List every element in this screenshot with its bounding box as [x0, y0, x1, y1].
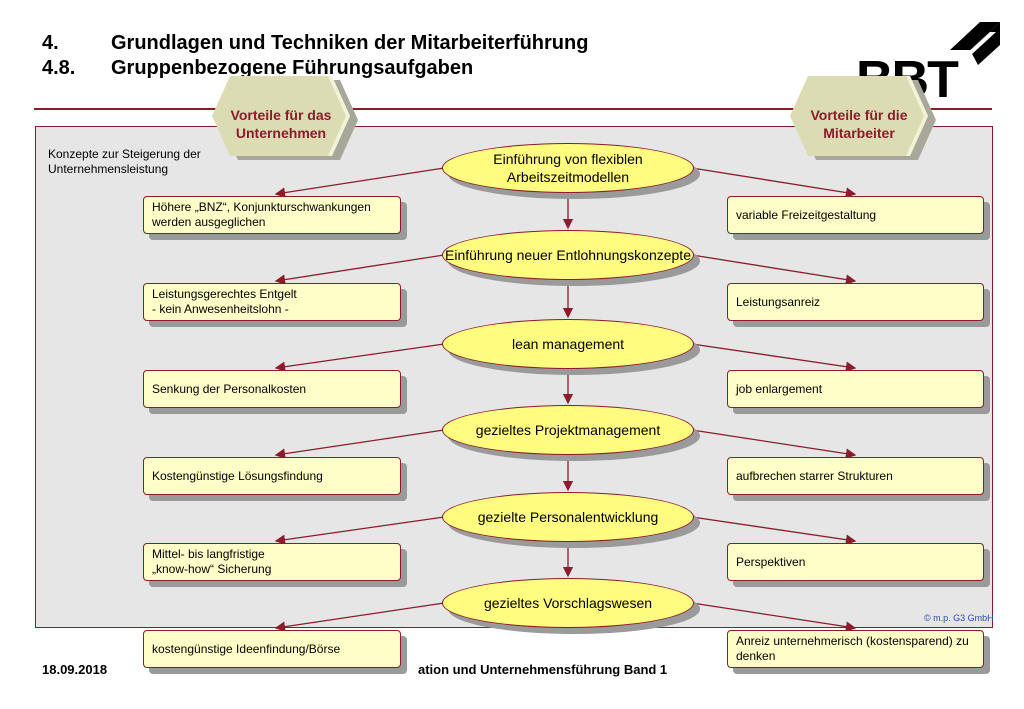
company-advantage-box: Leistungsgerechtes Entgelt - kein Anwese…	[143, 283, 401, 321]
employee-advantage-box: aufbrechen starrer Strukturen	[727, 457, 984, 495]
arrow-to-employee-box	[691, 429, 857, 459]
panel-caption: Konzepte zur Steigerung der Unternehmens…	[48, 147, 201, 176]
badge-company-advantages: Vorteile für das Unternehmen	[200, 76, 360, 164]
heading-title-2: Gruppenbezogene Führungsaufgaben	[111, 57, 474, 79]
arrow-to-employee-box	[691, 602, 857, 632]
concept-ellipse: lean management	[442, 319, 694, 369]
company-advantage-text: kostengünstige Ideenfindung/Börse	[152, 641, 341, 656]
company-advantage-box: kostengünstige Ideenfindung/Börse	[143, 630, 401, 668]
concept-ellipse: Einführung neuer Entlohnungskonzepte	[442, 230, 694, 280]
concept-ellipse: gezieltes Projektmanagement	[442, 405, 694, 455]
company-advantage-text: Kostengünstige Lösungsfindung	[152, 468, 323, 483]
employee-advantage-text: Perspektiven	[736, 554, 806, 569]
badge-employee-label: Vorteile für die Mitarbeiter	[810, 107, 908, 141]
company-advantage-box: Höhere „BNZ“, Konjunkturschwankungen wer…	[143, 196, 401, 234]
employee-advantage-text: Anreiz unternehmerisch (kostensparend) z…	[736, 634, 969, 663]
employee-advantage-box: job enlargement	[727, 370, 984, 408]
concept-ellipse: gezielte Personalentwicklung	[442, 492, 694, 542]
heading-number-1: 4.	[42, 32, 59, 54]
company-advantage-box: Senkung der Personalkosten	[143, 370, 401, 408]
company-advantage-text: Höhere „BNZ“, Konjunkturschwankungen wer…	[152, 200, 371, 229]
arrow-to-employee-box	[691, 167, 857, 198]
concept-label: gezieltes Projektmanagement	[475, 422, 661, 438]
arrow-to-company-box	[274, 602, 445, 632]
arrow-to-employee-box	[691, 516, 857, 545]
arrow-to-company-box	[274, 167, 445, 198]
company-advantage-text: Leistungsgerechtes Entgelt - kein Anwese…	[152, 287, 297, 316]
arrow-to-employee-box	[691, 254, 857, 285]
employee-advantage-text: variable Freizeitgestaltung	[736, 207, 877, 222]
footer-date: 18.09.2018	[42, 662, 108, 677]
company-advantage-text: Senkung der Personalkosten	[152, 381, 307, 396]
employee-advantage-text: job enlargement	[736, 381, 823, 396]
copyright-note: © m.p. G3 GmbH	[924, 613, 994, 623]
heading-number-2: 4.8.	[42, 57, 76, 79]
concept-label: gezielte Personalentwicklung	[477, 509, 659, 525]
arrow-to-employee-box	[691, 343, 857, 372]
header-divider	[34, 108, 992, 110]
company-advantage-text: Mittel- bis langfristige „know-how“ Sich…	[152, 547, 272, 576]
concept-ellipse: gezieltes Vorschlagswesen	[442, 578, 694, 628]
arrow-to-company-box	[274, 516, 445, 545]
arrow-to-company-box	[274, 429, 445, 459]
employee-advantage-box: Anreiz unternehmerisch (kostensparend) z…	[727, 630, 984, 668]
employee-advantage-box: Leistungsanreiz	[727, 283, 984, 321]
employee-advantage-text: aufbrechen starrer Strukturen	[736, 468, 893, 483]
employee-advantage-box: variable Freizeitgestaltung	[727, 196, 984, 234]
badge-employee-advantages: Vorteile für die Mitarbeiter	[778, 76, 938, 164]
arrow-to-company-box	[274, 343, 445, 372]
employee-advantage-box: Perspektiven	[727, 543, 984, 581]
concept-label: Einführung neuer Entlohnungskonzepte	[445, 247, 691, 263]
heading-title-1: Grundlagen und Techniken der Mitarbeiter…	[111, 32, 589, 54]
concept-label: gezieltes Vorschlagswesen	[483, 595, 653, 611]
company-advantage-box: Kostengünstige Lösungsfindung	[143, 457, 401, 495]
concept-ellipse: Einführung von flexiblen Arbeitszeitmode…	[442, 143, 694, 193]
badge-company-label: Vorteile für das Unternehmen	[230, 107, 332, 141]
concept-label: Einführung von flexiblen Arbeitszeitmode…	[493, 151, 643, 185]
footer-title: ation und Unternehmensführung Band 1	[418, 662, 668, 677]
employee-advantage-text: Leistungsanreiz	[736, 294, 821, 309]
company-advantage-box: Mittel- bis langfristige „know-how“ Sich…	[143, 543, 401, 581]
concept-label: lean management	[511, 336, 625, 352]
arrow-to-company-box	[274, 254, 445, 285]
